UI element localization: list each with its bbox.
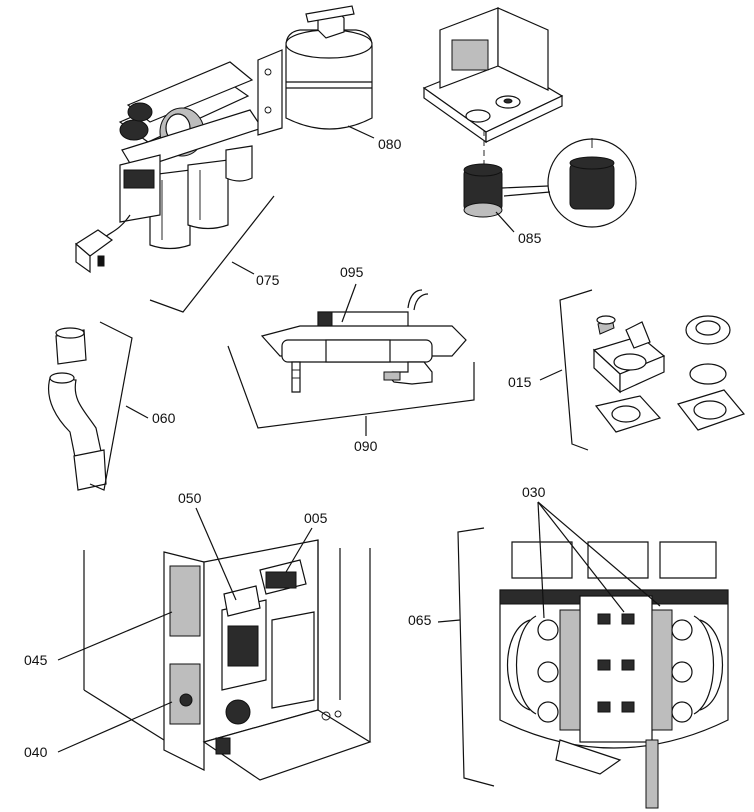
ro-system-illustration [74, 49, 283, 274]
cartridge-mount-illustration [422, 7, 637, 228]
callout-075: 075 [256, 272, 280, 288]
control-cabinet-illustration [83, 539, 372, 781]
storage-tank-illustration [285, 5, 373, 130]
callout-030: 030 [522, 484, 546, 500]
leader-lines [57, 125, 661, 787]
callout-090: 090 [354, 438, 378, 454]
callout-005: 005 [304, 510, 328, 526]
callout-050: 050 [178, 490, 202, 506]
callout-045: 045 [24, 652, 48, 668]
heater-module-illustration [499, 541, 729, 809]
gasket-kit-illustration [592, 315, 746, 433]
callout-015: 015 [508, 374, 532, 390]
callout-040: 040 [24, 744, 48, 760]
callout-065: 065 [408, 612, 432, 628]
callout-060: 060 [152, 410, 176, 426]
callout-085: 085 [518, 230, 542, 246]
callout-080: 080 [378, 136, 402, 152]
elbow-hose-illustration [48, 327, 107, 491]
callout-095: 095 [340, 264, 364, 280]
solenoid-valve-illustration [260, 289, 467, 393]
